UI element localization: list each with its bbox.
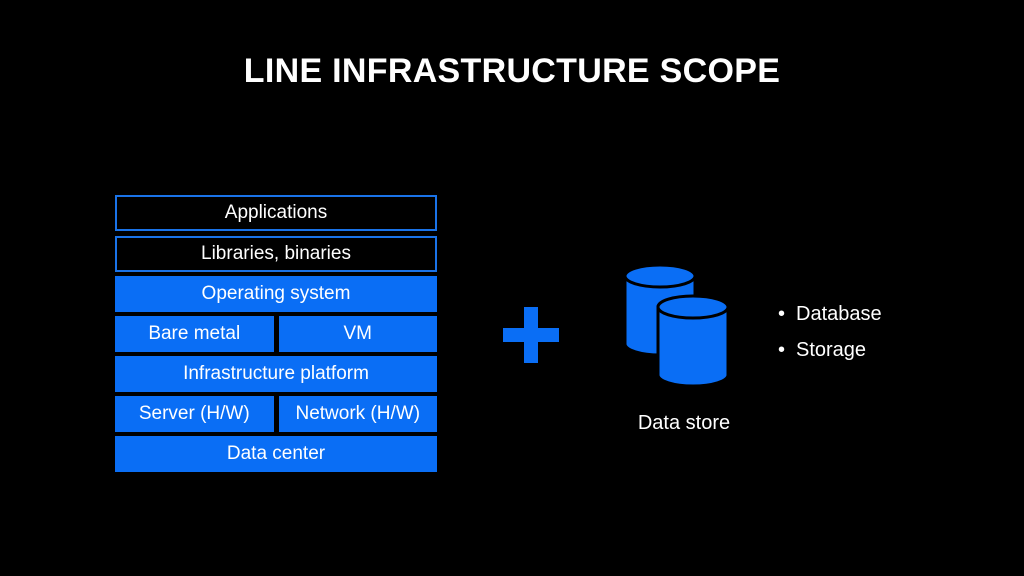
layer-applications: Applications [115, 195, 437, 231]
layer-infrastructure-platform: Infrastructure platform [115, 356, 437, 392]
data-store-label: Data store [637, 412, 731, 434]
data-store-list: •Database •Storage [778, 296, 882, 368]
plus-icon [503, 307, 559, 363]
stack-row-applications: Applications [115, 195, 437, 231]
stack-row-data-center: Data center [115, 436, 437, 472]
layer-libraries-binaries: Libraries, binaries [115, 236, 437, 272]
list-item: •Database [778, 303, 882, 325]
layer-server-hw: Server (H/W) [115, 396, 274, 432]
list-item: •Storage [778, 339, 867, 361]
slide-title: LINE INFRASTRUCTURE SCOPE [243, 52, 781, 90]
layer-bare-metal: Bare metal [115, 316, 274, 352]
layer-data-center: Data center [115, 436, 437, 472]
data-store-item-storage: Storage [796, 339, 867, 361]
stack-row-compute: Bare metal VM [115, 316, 437, 352]
layer-vm: VM [278, 316, 437, 352]
stack-row-operating-system: Operating system [115, 276, 437, 312]
stack-row-hardware: Server (H/W) Network (H/W) [115, 396, 437, 432]
database-icon [623, 263, 730, 388]
stack-row-libraries: Libraries, binaries [115, 236, 437, 272]
layer-network-hw: Network (H/W) [278, 396, 437, 432]
data-store-item-database: Database [796, 303, 882, 325]
stack-row-infrastructure-platform: Infrastructure platform [115, 356, 437, 392]
layer-operating-system: Operating system [115, 276, 437, 312]
